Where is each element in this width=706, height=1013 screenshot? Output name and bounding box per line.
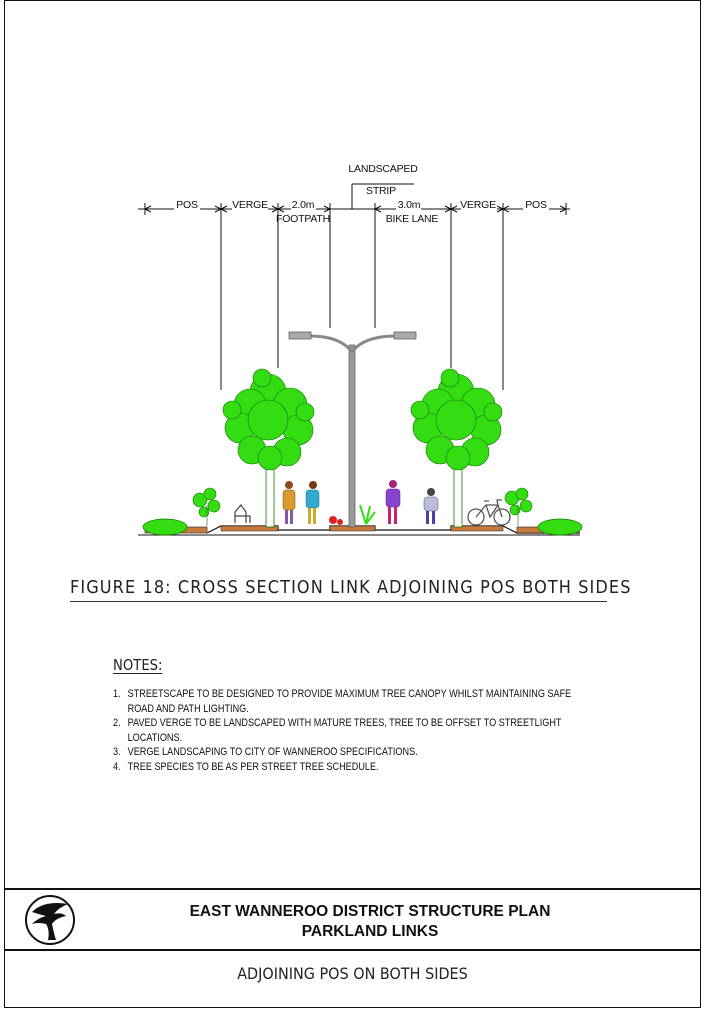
label-bike-width: 3.0m [398,199,421,211]
bicycle [467,499,511,526]
title-block-subtitle: ADJOINING POS ON BOTH SIDES [237,964,468,983]
ground-profile [138,525,580,536]
note-item: 4.TREE SPECIES TO BE AS PER STREET TREE … [113,760,379,773]
council-logo-icon [25,895,75,945]
strip-planting [329,504,376,525]
hedge-left [142,518,188,536]
tree-right [410,368,503,528]
note-item: 2.PAVED VERGE TO BE LANDSCAPED WITH MATU… [113,717,562,744]
label-bike-lane: BIKE LANE [386,213,439,225]
pedestrian-1 [282,481,296,524]
label-footpath-width: 2.0m [292,199,315,211]
dimension-line [138,183,570,390]
drawing-sheet [4,0,701,1008]
cross-section-drawing: POS VERGE 2.0m FOOTPATH LANDSCAPED STRIP… [138,163,583,536]
title-block-divider [4,949,701,951]
figure-title-underline [70,601,607,602]
pedestrian-4 [423,488,439,524]
title-block-line1: EAST WANNEROO DISTRICT STRUCTURE PLAN [189,903,551,920]
dimension-labels: POS VERGE 2.0m FOOTPATH LANDSCAPED STRIP… [176,163,547,225]
pedestrian-2 [305,481,320,524]
shrub-right [504,487,533,526]
label-pos-right: POS [525,199,547,211]
title-block-border [4,888,701,890]
notes-heading: NOTES: [113,656,163,674]
title-block-line2: PARKLAND LINKS [301,923,439,940]
label-verge-left: VERGE [232,199,268,211]
shrub-left [192,487,221,526]
street-light [288,331,417,528]
label-pos-left: POS [176,199,198,211]
label-verge-right: VERGE [460,199,496,211]
label-landscaped: LANDSCAPED [348,163,418,175]
note-item: 3.VERGE LANDSCAPING TO CITY OF WANNEROO … [113,746,418,759]
pedestrian-3 [385,480,401,524]
label-footpath: FOOTPATH [276,213,330,225]
label-strip: STRIP [366,185,396,197]
note-item: 1.STREETSCAPE TO BE DESIGNED TO PROVIDE … [113,688,572,715]
bench [234,504,251,523]
notes-list: 1.STREETSCAPE TO BE DESIGNED TO PROVIDE … [113,687,583,775]
hedge-right [537,518,583,536]
figure-title: FIGURE 18: CROSS SECTION LINK ADJOINING … [70,578,632,598]
label-backing [174,201,549,212]
tree-left [222,368,315,528]
